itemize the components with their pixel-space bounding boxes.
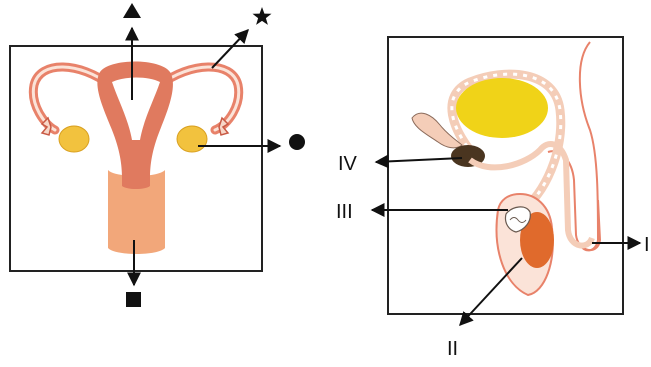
square-marker-icon [126,292,141,307]
circle-marker-icon [289,134,305,150]
female-reproductive-diagram [10,3,305,307]
label-IV: IV [338,153,358,175]
bladder [456,78,548,138]
label-II: II [447,338,458,360]
cervix [122,170,150,189]
male-reproductive-diagram: I II III IV [336,37,650,360]
star-marker-icon [253,7,272,25]
arrow-to-star [212,30,248,68]
right-ovary [177,126,207,152]
body-outline [580,42,598,250]
left-ovary [59,126,89,152]
label-III: III [336,201,353,223]
triangle-marker-icon [123,3,141,18]
label-I: I [644,234,650,256]
